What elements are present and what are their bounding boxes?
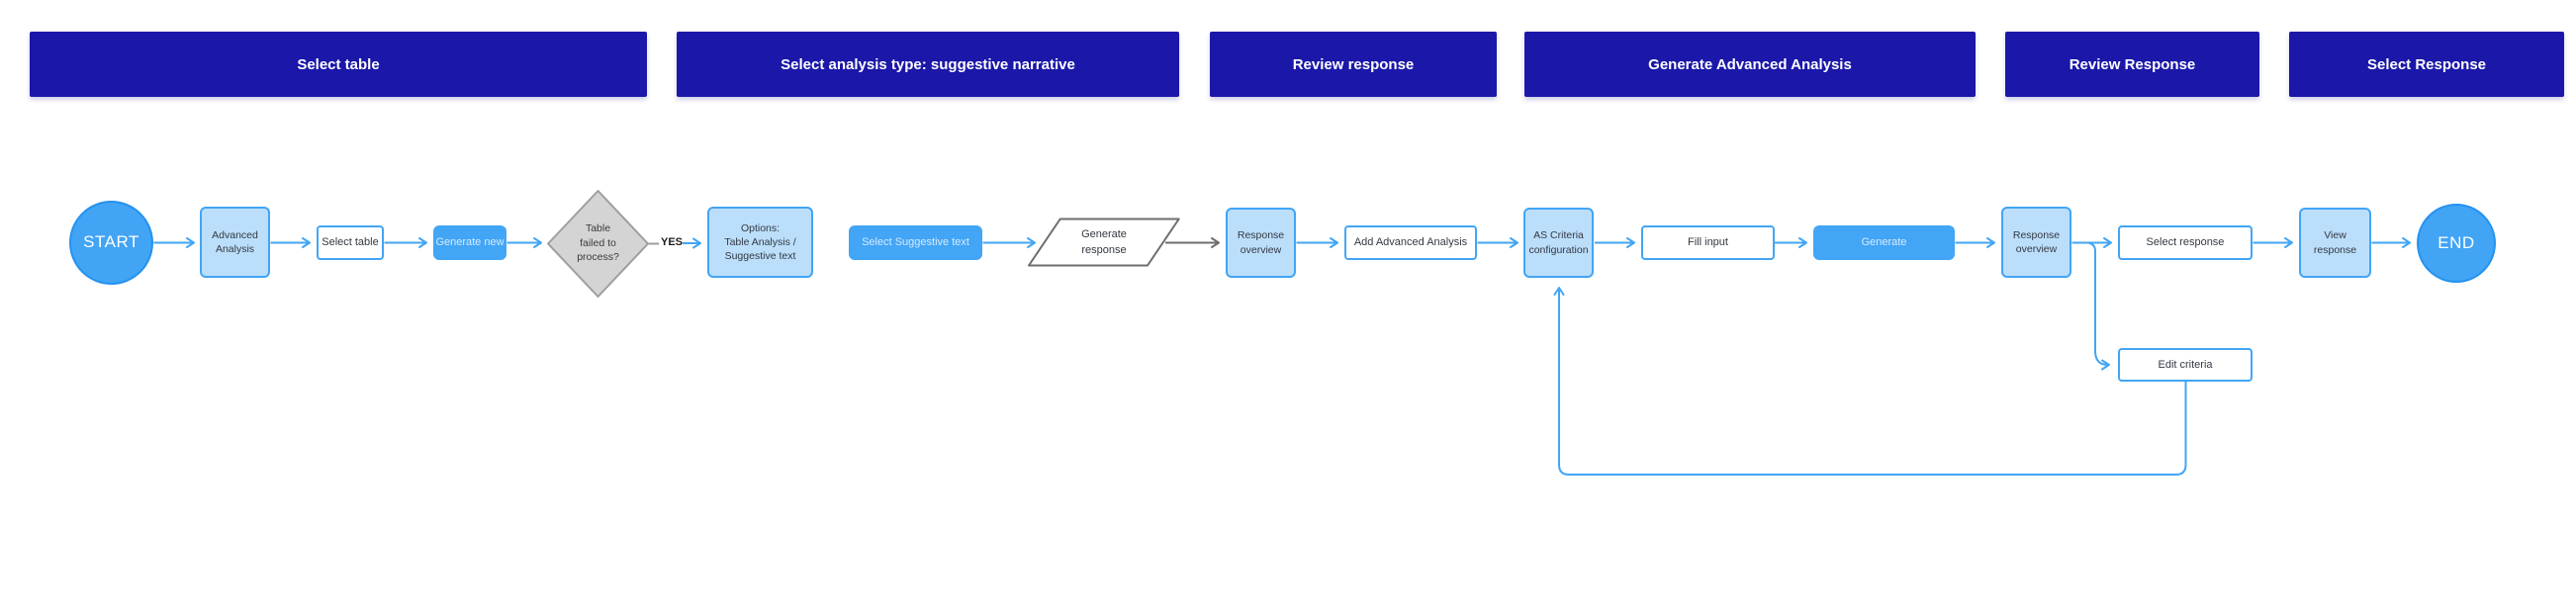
parallelogram-generate-response-label: Generate response	[1081, 228, 1127, 256]
phase-bar-label: Review response	[1292, 55, 1415, 73]
node-label: AS Criteria configuration	[1528, 229, 1589, 256]
node-generate-new[interactable]: Generate new	[433, 225, 506, 260]
node-options[interactable]: Options: Table Analysis / Suggestive tex…	[707, 207, 813, 278]
node-response-overview-2[interactable]: Response overview	[2001, 207, 2071, 278]
node-as-criteria-configuration[interactable]: AS Criteria configuration	[1523, 208, 1594, 278]
node-label: Edit criteria	[2158, 358, 2213, 371]
decision-diamond-label: Table failed to process?	[577, 221, 619, 264]
node-generate[interactable]: Generate	[1813, 225, 1955, 260]
node-label: Select table	[322, 236, 379, 249]
phase-bar-generate-advanced-analysis[interactable]: Generate Advanced Analysis	[1524, 32, 1976, 97]
loop-edit-criteria-to-criteria-config	[1553, 287, 2187, 476]
phase-bar-label: Select table	[297, 55, 380, 73]
parallelogram-generate-response[interactable]	[1028, 218, 1180, 267]
phase-bar-select-analysis-type[interactable]: Select analysis type: suggestive narrati…	[677, 32, 1179, 97]
start-label: START	[83, 232, 139, 252]
phase-bar-select-table[interactable]: Select table	[30, 32, 647, 97]
phase-bar-label: Select analysis type: suggestive narrati…	[781, 55, 1075, 73]
node-label: View response	[2313, 229, 2357, 256]
node-add-advanced-analysis[interactable]: Add Advanced Analysis	[1344, 225, 1477, 260]
phase-bar-select-response[interactable]: Select Response	[2289, 32, 2564, 97]
node-label: Advanced Analysis	[212, 228, 258, 255]
node-label: Select response	[2146, 236, 2225, 249]
phase-bar-label: Select Response	[2366, 55, 2487, 73]
node-label: Response overview	[2012, 228, 2061, 255]
phase-bar-label: Generate Advanced Analysis	[1648, 55, 1852, 73]
node-fill-input[interactable]: Fill input	[1641, 225, 1775, 260]
phase-bar-label: Review Response	[2069, 55, 2196, 73]
node-label: Options: Table Analysis / Suggestive tex…	[724, 221, 796, 263]
yes-branch-label: YES	[661, 236, 684, 248]
phase-bar-review-response[interactable]: Review response	[1210, 32, 1497, 97]
start-node[interactable]: START	[69, 201, 153, 285]
node-select-response[interactable]: Select response	[2118, 225, 2253, 260]
node-edit-criteria[interactable]: Edit criteria	[2118, 348, 2253, 382]
branch-overview2-to-edit-criteria	[2086, 241, 2110, 371]
node-select-table[interactable]: Select table	[317, 225, 384, 260]
node-label: Response overview	[1237, 229, 1285, 256]
node-view-response[interactable]: View response	[2299, 208, 2371, 278]
node-label: Select Suggestive text	[862, 236, 969, 249]
phase-bar-review-response-2[interactable]: Review Response	[2005, 32, 2259, 97]
node-advanced-analysis[interactable]: Advanced Analysis	[200, 207, 270, 278]
node-response-overview-1[interactable]: Response overview	[1226, 208, 1296, 278]
node-label: Generate	[1861, 236, 1907, 249]
end-node[interactable]: END	[2417, 204, 2496, 283]
node-label: Fill input	[1688, 236, 1728, 249]
end-label: END	[2438, 232, 2475, 252]
decision-diamond-table-failed[interactable]	[547, 190, 649, 298]
node-label: Add Advanced Analysis	[1353, 236, 1468, 249]
node-label: Generate new	[435, 236, 505, 249]
node-select-suggestive-text[interactable]: Select Suggestive text	[849, 225, 982, 260]
